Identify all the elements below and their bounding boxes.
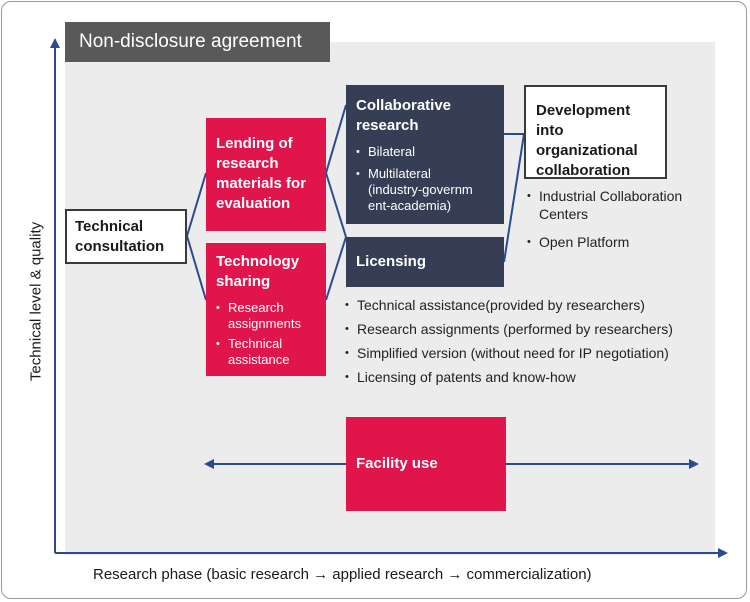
x-axis-label: Research phase (basic research → applied…: [93, 566, 592, 583]
lending-box: Lending of research materials for evalua…: [206, 118, 326, 231]
list-item: Technical assistance(provided by researc…: [345, 296, 715, 314]
list-item: Industrial Collaboration Centers: [527, 187, 689, 223]
list-item: Simplified version (without need for IP …: [345, 344, 715, 362]
list-item: Technical assistance: [216, 336, 316, 368]
development-box: Development into organizational collabor…: [524, 85, 667, 179]
nda-label: Non-disclosure agreement: [65, 22, 330, 62]
collaborative-research-title: Collaborative research: [356, 97, 452, 134]
list-item: Bilateral: [356, 144, 494, 160]
collaborative-research-list: Bilateral Multilateral (industry-governm…: [356, 144, 494, 214]
list-item: Licensing of patents and know-how: [345, 368, 715, 386]
list-item: Research assignments (performed by resea…: [345, 320, 715, 338]
technology-sharing-title: Technology sharing: [216, 253, 300, 290]
development-title: Development into organizational collabor…: [536, 102, 638, 179]
technology-sharing-list: Research assignments Technical assistanc…: [216, 300, 316, 368]
development-list: Industrial Collaboration Centers Open Pl…: [527, 187, 712, 251]
facility-use-box: Facility use: [346, 417, 506, 511]
lending-title: Lending of research materials for evalua…: [216, 135, 307, 212]
facility-use-title: Facility use: [356, 455, 438, 472]
licensing-title: Licensing: [356, 253, 427, 270]
list-item: Research assignments: [216, 300, 316, 332]
technical-consultation-title: Technical consultation: [75, 218, 165, 255]
licensing-list: Technical assistance(provided by researc…: [345, 296, 715, 386]
list-item: Multilateral (industry-governm ent-acade…: [356, 166, 486, 214]
licensing-box: Licensing: [346, 237, 504, 287]
list-item: Open Platform: [527, 233, 712, 251]
collaborative-research-box: Collaborative research Bilateral Multila…: [346, 85, 504, 224]
technical-consultation-box: Technical consultation: [65, 209, 187, 264]
y-axis-label: Technical level & quality: [27, 221, 45, 382]
technology-sharing-box: Technology sharing Research assignments …: [206, 243, 326, 376]
